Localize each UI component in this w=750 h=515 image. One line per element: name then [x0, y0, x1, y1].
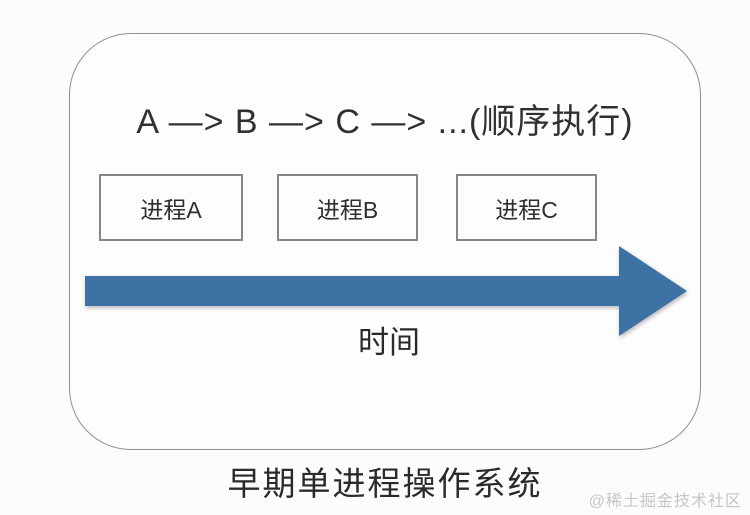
watermark-text: @稀土掘金技术社区 — [588, 493, 742, 510]
process-box-b: 进程B — [277, 174, 418, 241]
diagram-caption: 早期单进程操作系统 — [227, 465, 543, 502]
process-box-c: 进程C — [456, 174, 597, 241]
sequence-title: A —> B —> C —> ...(顺序执行) — [136, 103, 634, 141]
timeline-arrow-icon — [85, 246, 687, 336]
arrow-shape — [85, 246, 687, 336]
time-label: 时间 — [358, 325, 420, 360]
process-box-a: 进程A — [99, 174, 243, 241]
diagram-frame: A —> B —> C —> ...(顺序执行) 进程A 进程B 进程C 时间 — [69, 33, 701, 450]
